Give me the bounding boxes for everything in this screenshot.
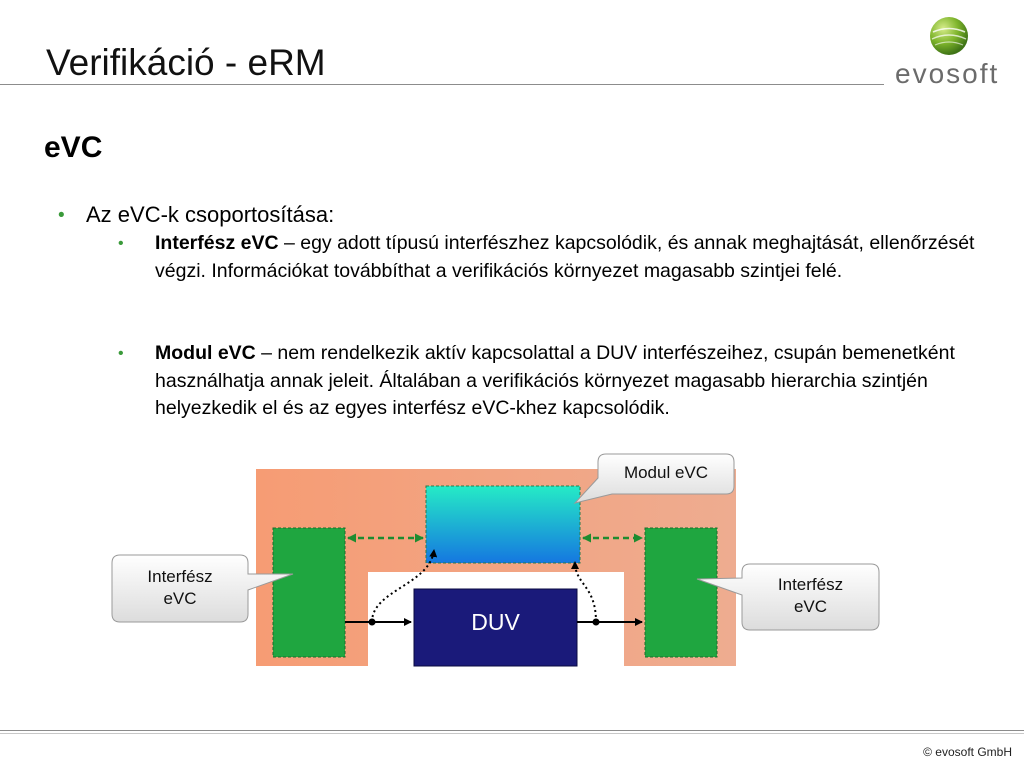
- evosoft-logo-icon: [930, 17, 968, 55]
- callout-left-line2: eVC: [163, 589, 197, 608]
- callout-right-line1: Interfész: [777, 575, 844, 594]
- bullet-dot: •: [58, 205, 65, 226]
- desc-module-evc: – nem rendelkezik aktív kapcsolattal a D…: [155, 342, 955, 419]
- callout-right-line2: eVC: [793, 597, 828, 616]
- desc-interface-evc: – egy adott típusú interfészhez kapcsoló…: [155, 232, 975, 282]
- footer-divider: [0, 730, 1024, 731]
- interface-evc-right: [644, 527, 718, 658]
- interface-evc-left: [272, 527, 346, 658]
- callout-left-line1: Interfész: [147, 567, 213, 586]
- bullet-interface-evc: Interfész eVC – egy adott típusú interfé…: [155, 230, 985, 285]
- slide-title: Verifikáció - eRM: [46, 42, 326, 83]
- callout-interface-left: [111, 554, 294, 623]
- logo-text: evosoft: [895, 58, 1000, 89]
- bullet-module-evc: Modul eVC – nem rendelkezik aktív kapcso…: [155, 340, 985, 423]
- callout-modul-label: Modul eVC: [623, 463, 709, 482]
- footer-divider-secondary: [0, 733, 1024, 734]
- callout-interface-right: [696, 563, 880, 631]
- bullet-level1: Az eVC-k csoportosítása:: [86, 202, 335, 227]
- term-interface-evc: Interfész eVC: [155, 232, 279, 254]
- duv-box: [413, 588, 578, 667]
- title-divider: [0, 84, 884, 85]
- callout-left-label: Interfész eVC: [112, 566, 248, 610]
- section-heading: eVC: [44, 131, 103, 164]
- term-module-evc: Modul eVC: [155, 342, 256, 364]
- bullet-dot: •: [118, 345, 124, 362]
- module-evc-box: [425, 485, 581, 564]
- duv-label: DUV: [471, 609, 520, 635]
- footer-copyright: © evosoft GmbH: [923, 745, 1012, 759]
- callout-modul-evc: [573, 453, 735, 504]
- bullet-dot: •: [118, 235, 124, 252]
- callout-right-label: Interfész eVC: [742, 574, 879, 618]
